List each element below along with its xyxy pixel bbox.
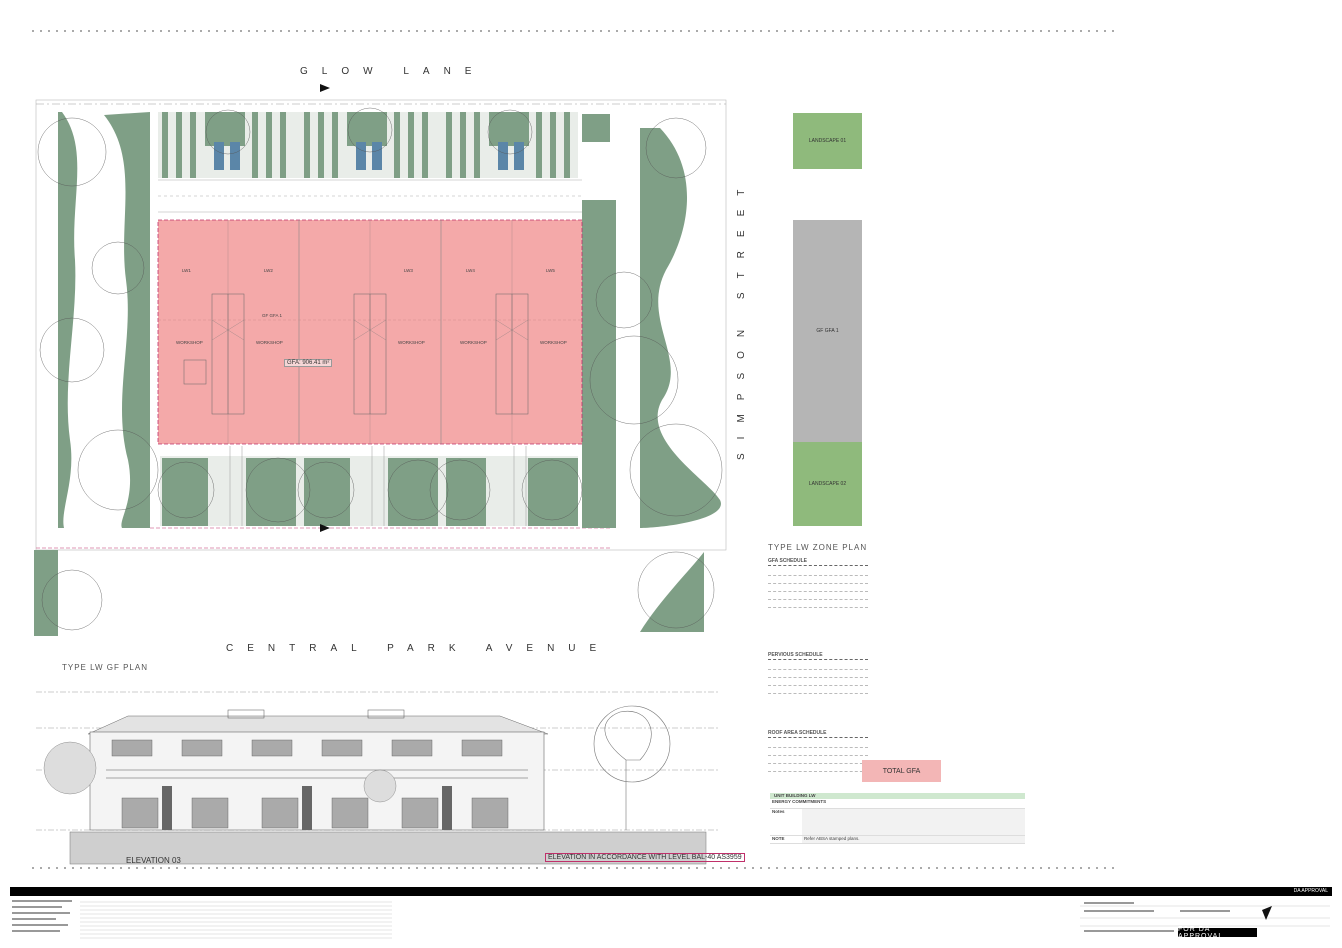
gfa-schedule: GFA SCHEDULE (768, 558, 868, 608)
gf-plan-title: TYPE LW GF PLAN (62, 663, 148, 672)
total-gfa-label: TOTAL GFA (882, 767, 921, 775)
energy-note-row: NOTE Refer ABSA stamped plans. (770, 836, 1025, 844)
energy-notes-row: Notes (770, 809, 1025, 836)
zone-gf-gfa-1: GF GFA 1 (793, 220, 862, 442)
street-label-south: CENTRAL PARK AVENUE (226, 643, 611, 654)
elevation-note: ELEVATION IN ACCORDANCE WITH LEVEL BAL-4… (545, 853, 745, 862)
street-label-east: SIMPSON STREET (736, 175, 747, 460)
pervious-schedule-title: PERVIOUS SCHEDULE (768, 652, 868, 660)
unit-label-5: LW5 (546, 268, 555, 273)
south-courtyards (160, 446, 578, 526)
roof-area-schedule: ROOF AREA SCHEDULE (768, 730, 868, 772)
total-gfa-legend: TOTAL GFA (862, 760, 941, 782)
energy-note-value: Refer ABSA stamped plans. (802, 836, 1025, 843)
elevation-drawing (36, 691, 720, 865)
landscape-east (582, 114, 721, 632)
zone-landscape-01: LANDSCAPE 01 (793, 113, 862, 169)
title-block-lines (12, 900, 1330, 939)
workshop-label-4: WORKSHOP (460, 340, 487, 345)
energy-table-title: UNIT BUILDING LW (770, 793, 1025, 799)
landscape-west (58, 112, 150, 528)
unit-label-2: LW2 (264, 268, 273, 273)
energy-note-key: NOTE (772, 836, 785, 841)
tree-canopies (37, 107, 723, 631)
energy-commitments-table: UNIT BUILDING LW ENERGY COMMITMENTS Note… (770, 793, 1025, 847)
pervious-schedule: PERVIOUS SCHEDULE (768, 652, 868, 694)
unit-label-3: LW3 (404, 268, 413, 273)
workshop-label-1: WORKSHOP (176, 340, 203, 345)
street-label-north: GLOW LANE (300, 66, 486, 77)
zone-landscape-02-label: LANDSCAPE 02 (808, 481, 847, 487)
gfa-label: GF GFA 1 (262, 313, 283, 318)
zone-plan-title: TYPE LW ZONE PLAN (768, 543, 868, 552)
north-arrow-top (320, 84, 330, 92)
workshop-label-5: WORKSHOP (540, 340, 567, 345)
north-parking (158, 112, 578, 178)
elevation-label: ELEVATION 03 (126, 856, 181, 865)
north-arrow-bottom (320, 524, 330, 532)
zone-gf-gfa-1-label: GF GFA 1 (816, 328, 839, 334)
title-bar-text: DA APPROVAL (1293, 888, 1328, 894)
energy-header-row: ENERGY COMMITMENTS (770, 799, 1025, 809)
gfa-schedule-title: GFA SCHEDULE (768, 558, 868, 566)
zone-landscape-01-label: LANDSCAPE 01 (808, 138, 847, 144)
landscape-southwest (34, 550, 58, 636)
unit-label-1: LW1 (182, 268, 191, 273)
roof-area-schedule-title: ROOF AREA SCHEDULE (768, 730, 868, 738)
workshop-label-3: WORKSHOP (398, 340, 425, 345)
gfa-area-tag: GFA: 906.41 m² (284, 359, 333, 367)
energy-header: ENERGY COMMITMENTS (772, 799, 827, 804)
building-footprint (157, 219, 583, 445)
energy-notes-key: Notes (772, 809, 785, 814)
zone-landscape-02: LANDSCAPE 02 (793, 442, 862, 526)
approval-status-badge: FOR DA APPROVAL (1178, 926, 1257, 940)
workshop-label-2: WORKSHOP (256, 340, 283, 345)
unit-label-4: LW4 (466, 268, 475, 273)
title-bar: DA APPROVAL (10, 887, 1332, 896)
